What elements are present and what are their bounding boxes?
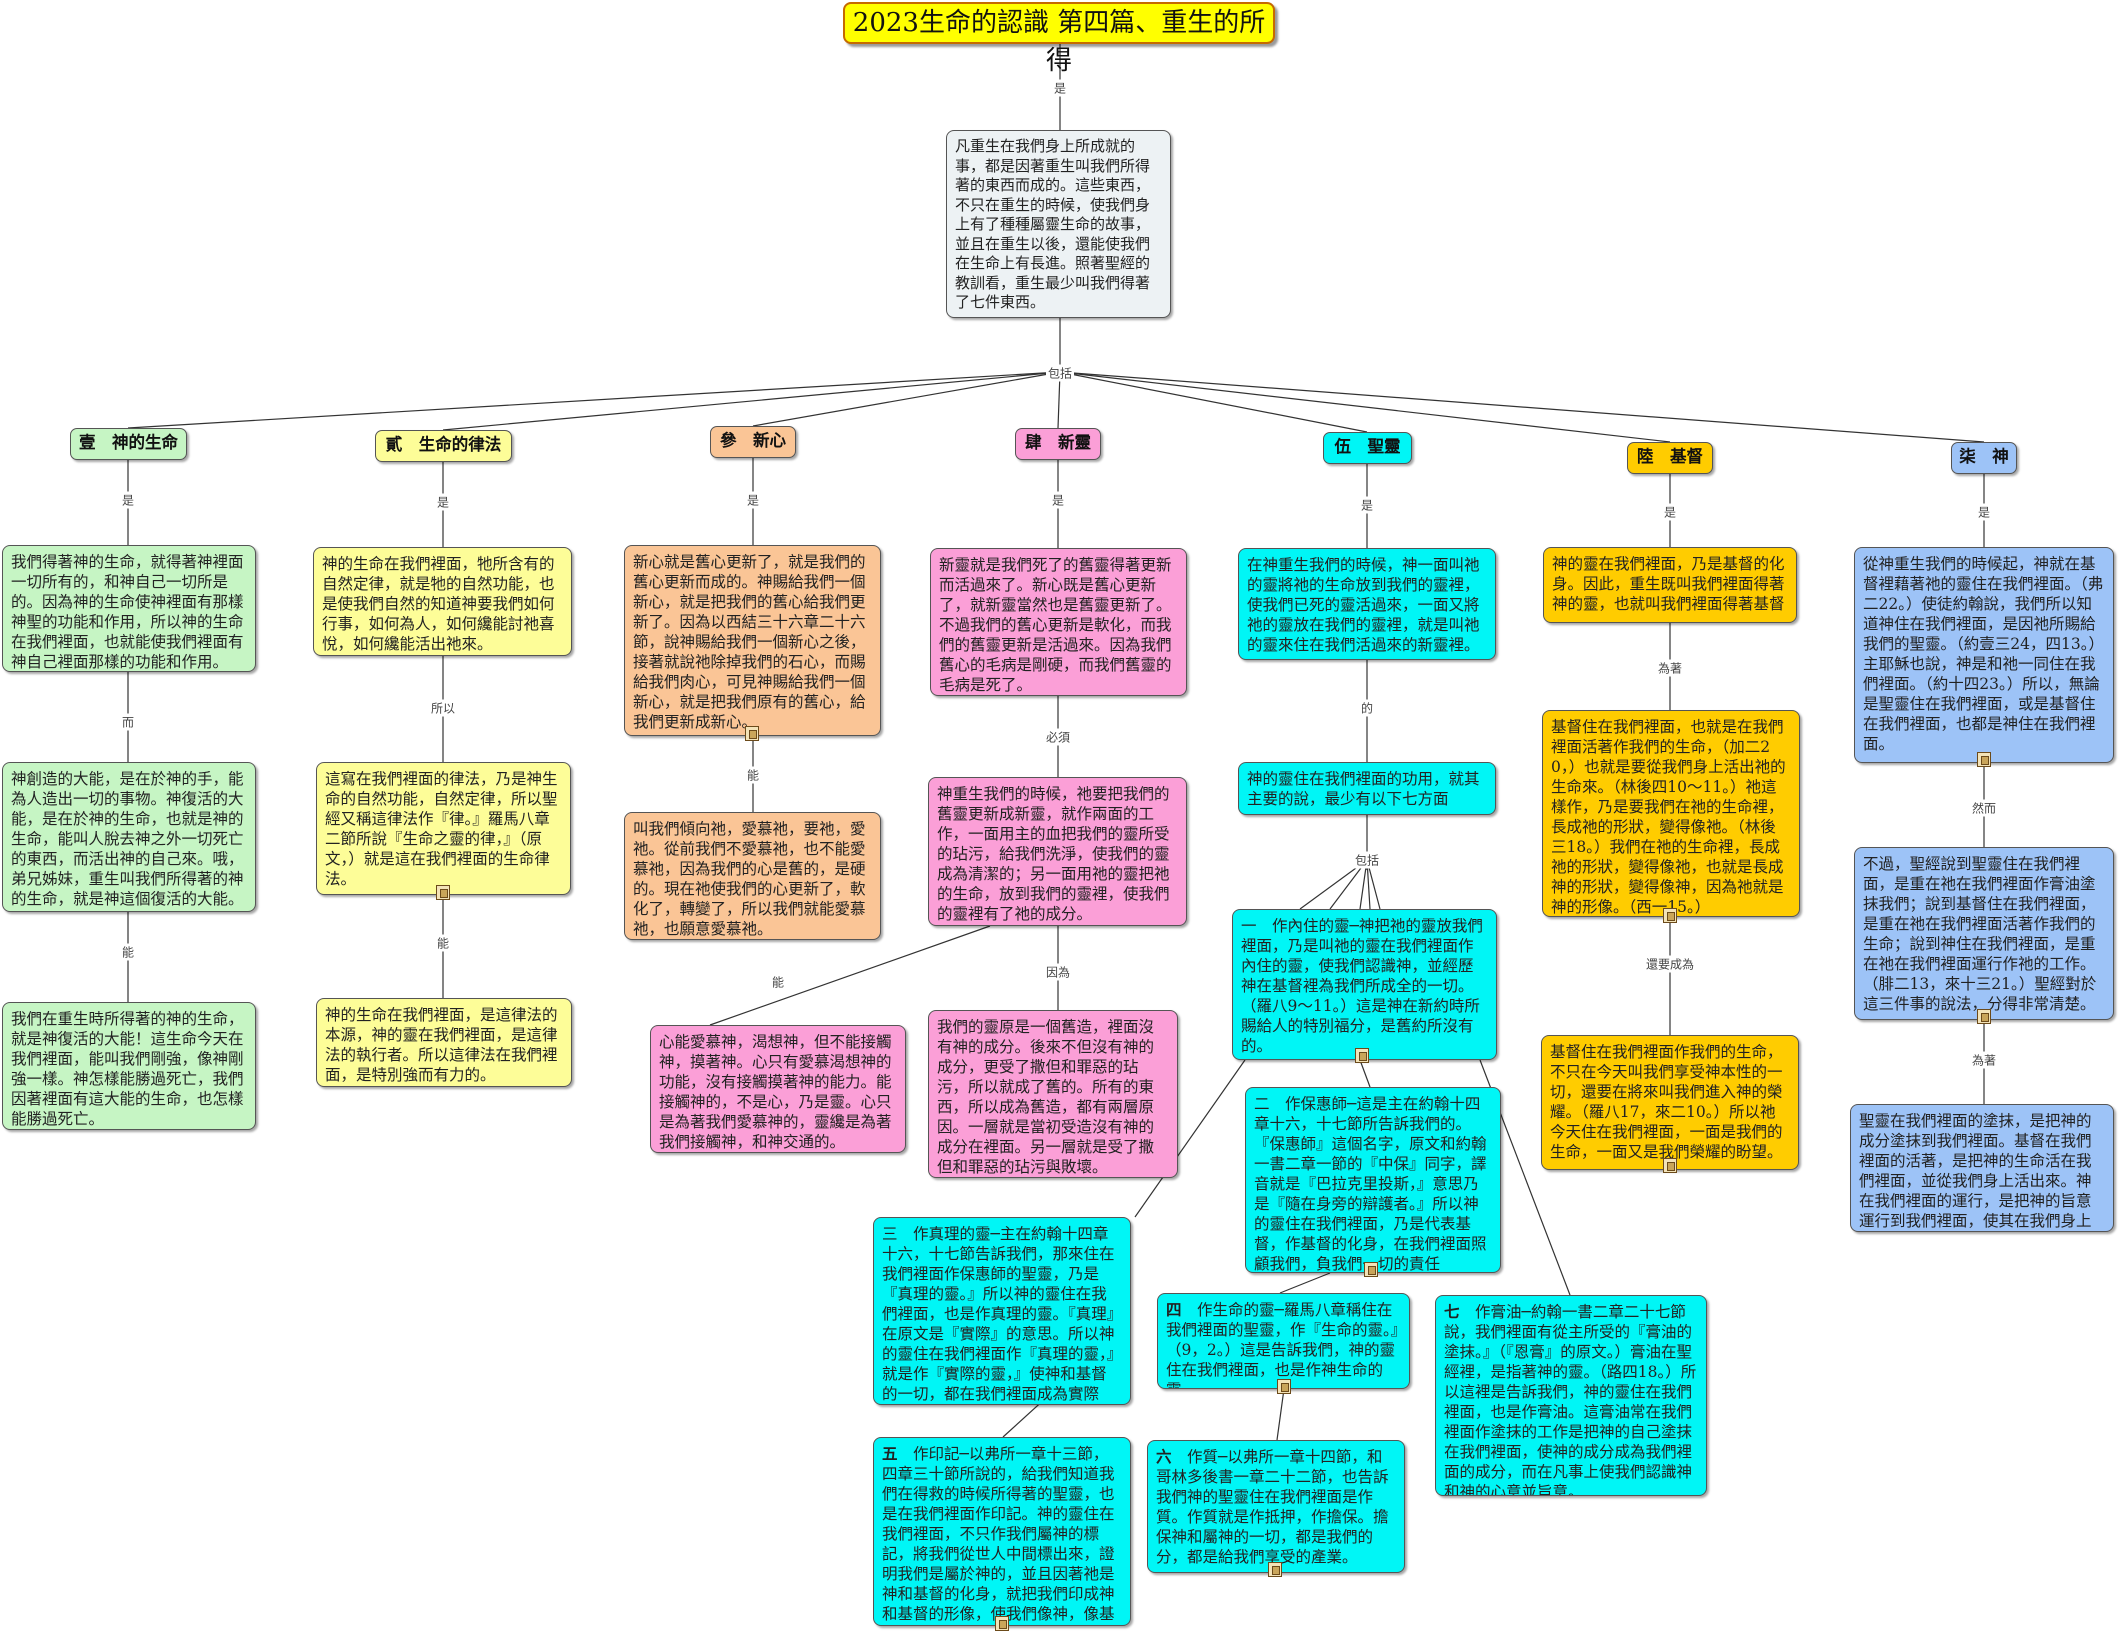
link-label: 能 [769,973,787,991]
branch-head-new-spirit[interactable]: 肆 新靈 [1015,428,1101,460]
link-label: 是 [1661,503,1679,521]
spirit-function-1[interactable]: 一 作內住的靈─神把祂的靈放我們裡面，乃是叫祂的靈在我們裡面作內住的靈，使我們認… [1232,909,1497,1060]
note-icon[interactable] [745,726,759,741]
branch-head-holy-spirit[interactable]: 伍 聖靈 [1323,432,1412,464]
link-label: 因為 [1043,963,1073,981]
function-number: 三 [882,1225,898,1243]
note-icon[interactable] [436,885,450,900]
function-text: 作內住的靈─神把祂的靈放我們裡面，乃是叫祂的靈在我們裡面作內住的靈，使我們認識神… [1241,917,1483,1055]
branch-head-new-heart[interactable]: 參 新心 [710,426,796,458]
note-icon[interactable] [1663,1158,1677,1173]
link-label: 是 [1975,503,1993,521]
new-spirit-node-2[interactable]: 神重生我們的時候，祂要把我們的舊靈更新成新靈，就作兩面的工作，一面用主的血把我們… [928,777,1187,926]
link-label: 而 [119,713,137,731]
function-text: 作印記─以弗所一章十三節，四章三十節所說的，給我們知道我們在得救的時候所得著的聖… [882,1445,1115,1623]
law-of-life-node-3[interactable]: 神的生命在我們裡面，是這律法的本源，神的靈在我們裡面，是這律法的執行者。所以這律… [316,998,572,1087]
map-title[interactable]: 2023生命的認識 第四篇、重生的所得 [843,2,1275,76]
christ-node-1[interactable]: 神的靈在我們裡面，乃是基督的化身。因此，重生既叫我們裡面得著神的靈，也就叫我們裡… [1543,547,1797,623]
intro-node[interactable]: 凡重生在我們身上所成就的事，都是因著重生叫我們所得著的東西而成的。這些東西，不只… [946,130,1171,318]
function-number: 七 [1444,1302,1460,1321]
link-label: 然而 [1969,799,1999,817]
function-number: 五 [882,1444,898,1463]
link-label: 是 [1049,491,1067,509]
link-label: 是 [744,491,762,509]
spirit-function-3[interactable]: 三 作真理的靈─主在約翰十四章十六，十七節告訴我們，那來住在我們裡面作保惠師的聖… [873,1217,1131,1405]
new-spirit-node-3[interactable]: 我們的靈原是一個舊造，裡面沒有神的成分。後來不但沒有神的成分，更受了撒但和罪惡的… [928,1010,1178,1178]
link-label: 包括 [1045,364,1075,382]
spirit-function-2[interactable]: 二 作保惠師─這是主在約翰十四章十六，十七節所告訴我們的。『保惠師』這個名字，原… [1245,1087,1501,1273]
divine-life-node-1[interactable]: 我們得著神的生命，就得著神裡面一切所有的，和神自己一切所是的。因為神的生命使神裡… [2,545,256,672]
spirit-function-6[interactable]: 六 作質─以弗所一章十四節，和哥林多後書一章二十二節，也告訴我們神的聖靈住在我們… [1147,1440,1405,1573]
note-icon[interactable] [1977,752,1991,767]
god-node-1[interactable]: 從神重生我們的時候起，神就在基督裡藉著祂的靈住在我們裡面。（弗二22。）使徒約翰… [1854,547,2114,763]
link-label: 能 [119,943,137,961]
spirit-function-4[interactable]: 四 作生命的靈─羅馬八章稱住在我們裡面的聖靈，作『生命的靈。』（9，2。）這是告… [1157,1293,1410,1389]
note-icon[interactable] [1663,908,1677,923]
god-node-3[interactable]: 聖靈在我們裡面的塗抹，是把神的成分塗抹到我們裡面。基督在我們裡面的活著，是把神的… [1850,1104,2114,1232]
new-spirit-node-1[interactable]: 新靈就是我們死了的舊靈得著更新而活過來了。新心既是舊心更新了，就新靈當然也是舊靈… [930,548,1187,696]
new-heart-node-2[interactable]: 叫我們傾向祂，愛慕祂，要祂，愛祂。從前我們不愛慕祂，也不能愛慕祂，因為我們的心是… [624,812,881,940]
link-label: 還要成為 [1643,955,1697,973]
function-text: 作生命的靈─羅馬八章稱住在我們裡面的聖靈，作『生命的靈。』（9，2。）這是告訴我… [1166,1301,1399,1388]
link-label: 為著 [1969,1051,1999,1069]
function-number: 六 [1156,1447,1172,1466]
christ-node-3[interactable]: 基督住在我們裡面作我們的生命，不只在今天叫我們享受神本性的一切，還要在將來叫我們… [1541,1035,1799,1170]
holy-spirit-node-1[interactable]: 在神重生我們的時候，神一面叫祂的靈將祂的生命放到我們的靈裡，使我們已死的靈活過來… [1238,548,1496,660]
new-spirit-node-4[interactable]: 心能愛慕神，渴想神，但不能接觸神，摸著神。心只有愛慕渴想神的功能，沒有接觸摸著神… [650,1025,906,1153]
branch-head-law-of-life[interactable]: 貳 生命的律法 [375,430,512,462]
note-icon[interactable] [995,1616,1009,1631]
note-icon[interactable] [1977,1009,1991,1024]
link-label: 是 [1358,496,1376,514]
link-label: 必須 [1043,728,1073,746]
link-label: 為著 [1655,659,1685,677]
function-text: 作膏油─約翰一書二章二十七節說，我們裡面有從主所受的『膏油的塗抹。』（『恩膏』的… [1444,1303,1697,1496]
spirit-function-5[interactable]: 五 作印記─以弗所一章十三節，四章三十節所說的，給我們知道我們在得救的時候所得著… [873,1437,1131,1626]
link-label: 的 [1358,699,1376,717]
note-icon[interactable] [1355,1048,1369,1063]
spirit-function-7[interactable]: 七 作膏油─約翰一書二章二十七節說，我們裡面有從主所受的『膏油的塗抹。』（『恩膏… [1435,1295,1707,1496]
note-icon[interactable] [1277,1379,1291,1394]
link-label: 能 [434,934,452,952]
law-of-life-node-1[interactable]: 神的生命在我們裡面，牠所含有的自然定律，就是牠的自然功能，也是使我們自然的知道神… [313,547,572,656]
god-node-2[interactable]: 不過，聖經說到聖靈住在我們裡面，是重在祂在我們裡面作膏油塗抹我們；說到基督住在我… [1854,847,2114,1020]
branch-head-christ[interactable]: 陸 基督 [1627,442,1713,474]
branch-head-god[interactable]: 柒 神 [1951,442,2017,474]
law-of-life-node-2[interactable]: 這寫在我們裡面的律法，乃是神生命的自然功能，自然定律，所以聖經又稱這律法作『律。… [316,762,571,895]
link-label: 是 [119,491,137,509]
link-label: 是 [434,493,452,511]
function-text: 作保惠師─這是主在約翰十四章十六，十七節所告訴我們的。『保惠師』這個名字，原文和… [1254,1095,1487,1273]
link-label: 能 [744,766,762,784]
link-label: 包括 [1352,851,1382,869]
function-text: 作質─以弗所一章十四節，和哥林多後書一章二十二節，也告訴我們神的聖靈住在我們裡面… [1156,1448,1389,1566]
note-icon[interactable] [1364,1262,1378,1277]
note-icon[interactable] [1268,1562,1282,1577]
link-label: 所以 [428,699,458,717]
branch-head-divine-life[interactable]: 壹 神的生命 [70,428,187,460]
function-number: 四 [1166,1300,1182,1319]
function-number: 一 [1241,917,1257,935]
divine-life-node-3[interactable]: 我們在重生時所得著的神的生命，就是神復活的大能！這生命今天在我們裡面，能叫我們剛… [2,1002,256,1130]
function-number: 二 [1254,1095,1270,1113]
holy-spirit-node-2[interactable]: 神的靈住在我們裡面的功用，就其主要的說，最少有以下七方面 [1238,762,1496,815]
link-label: 是 [1051,79,1069,97]
christ-node-2[interactable]: 基督住在我們裡面，也就是在我們裡面活著作我們的生命，（加二20，）也就是要從我們… [1542,710,1800,917]
function-text: 作真理的靈─主在約翰十四章十六，十七節告訴我們，那來住在我們裡面作保惠師的聖靈，… [882,1225,1115,1403]
divine-life-node-2[interactable]: 神創造的大能，是在於神的手，能為人造出一切的事物。神復活的大能，是在於神的生命，… [2,762,256,912]
new-heart-node-1[interactable]: 新心就是舊心更新了，就是我們的舊心更新而成的。神賜給我們一個新心，就是把我們的舊… [624,545,881,736]
